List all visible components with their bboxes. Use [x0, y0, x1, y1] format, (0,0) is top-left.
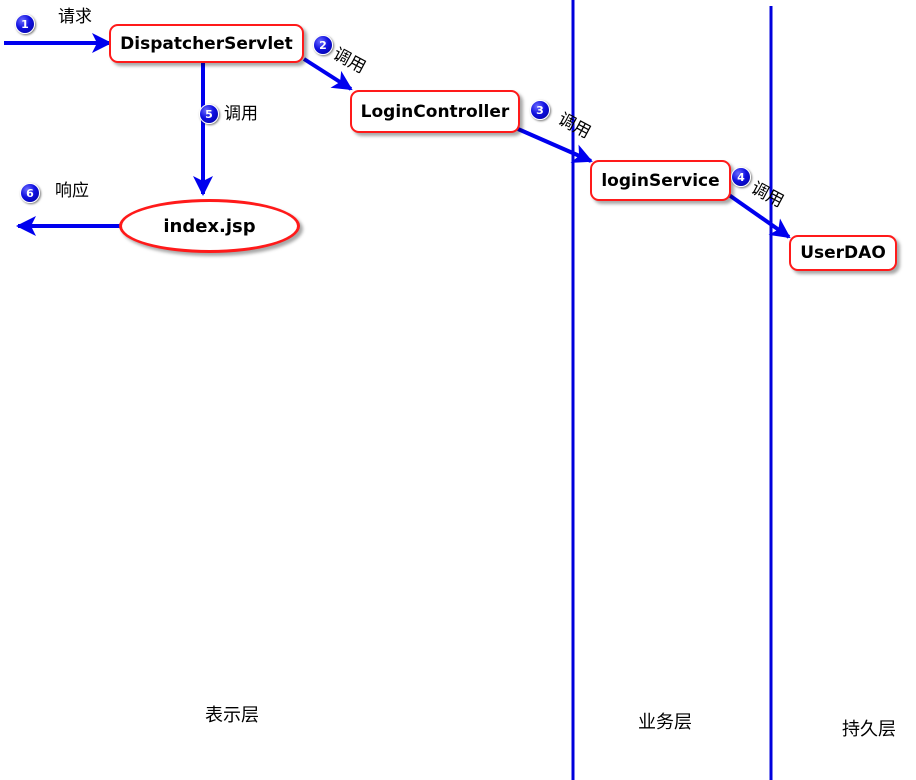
- login-controller-node[interactable]: LoginController: [350, 90, 520, 133]
- user-dao-node[interactable]: UserDAO: [789, 235, 897, 271]
- layer-label-business: 业务层: [638, 712, 692, 733]
- arrow-call-dao: [727, 193, 791, 239]
- step-badge-6: 6: [20, 183, 40, 203]
- arrow-call-service: [517, 127, 593, 163]
- step-label-request: 请求: [58, 7, 92, 27]
- login-service-node[interactable]: loginService: [590, 160, 731, 201]
- dispatcher-servlet-node[interactable]: DispatcherServlet: [109, 24, 304, 63]
- step-badge-3: 3: [530, 100, 550, 120]
- index-jsp-node[interactable]: index.jsp: [119, 199, 300, 253]
- step-badge-1: 1: [15, 14, 35, 34]
- arrow-call-controller: [302, 57, 353, 91]
- step-label-response: 响应: [55, 181, 89, 201]
- layer-label-persistence: 持久层: [842, 719, 896, 740]
- step-badge-4: 4: [731, 167, 751, 187]
- layer-label-presentation: 表示层: [205, 705, 259, 726]
- step-badge-5: 5: [199, 104, 219, 124]
- step-label-call-5: 调用: [224, 104, 258, 124]
- step-badge-2: 2: [313, 35, 333, 55]
